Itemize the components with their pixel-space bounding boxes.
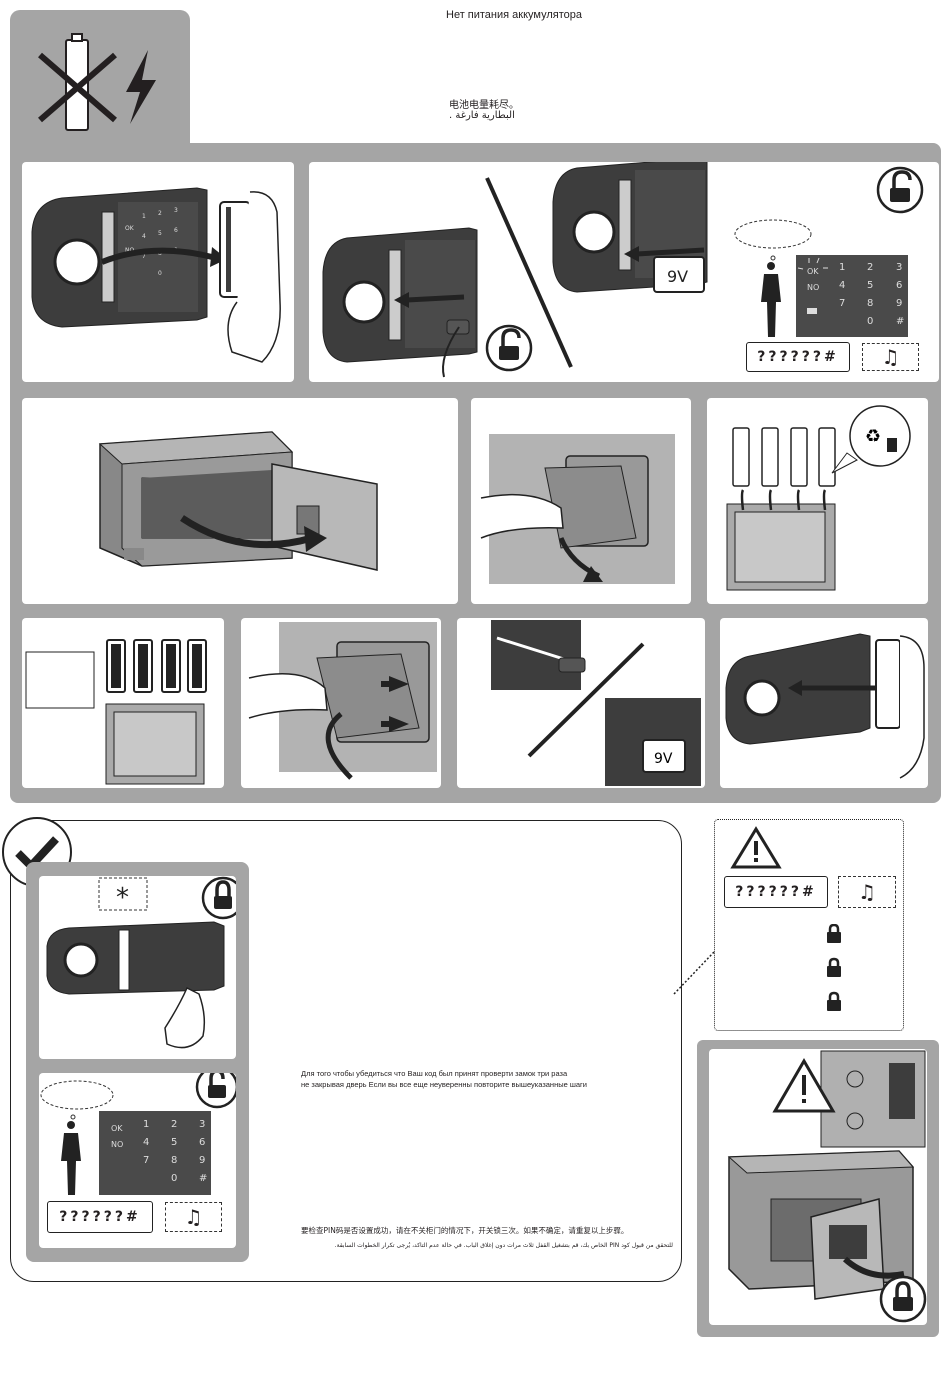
svg-text:7: 7 [839, 298, 845, 309]
svg-text:8: 8 [171, 1155, 177, 1166]
warning-icon [730, 826, 782, 869]
svg-text:6: 6 [174, 227, 178, 234]
warning-box [714, 819, 904, 1031]
title-ru: Нет питания аккумулятора [446, 9, 582, 21]
safe-open-door-illustration [98, 431, 378, 571]
svg-text:4: 4 [143, 1137, 149, 1148]
lock-icons-triple [827, 924, 841, 1011]
svg-text:2: 2 [171, 1119, 177, 1130]
svg-text:7: 7 [143, 1155, 149, 1166]
title-ar: البطارية فارغة . [449, 110, 515, 121]
svg-text:NO: NO [111, 1140, 123, 1149]
battery-label-2: 9V [654, 751, 673, 767]
unlock-test-illustration: 1 2 3 4 5 6 7 8 9 0 # OK NO [40, 1073, 236, 1195]
svg-text:#: # [199, 1173, 207, 1184]
svg-text:9: 9 [896, 298, 902, 309]
new-batteries-illustration [25, 639, 207, 785]
svg-text:3: 3 [199, 1119, 205, 1130]
svg-text:1: 1 [839, 262, 845, 273]
lock-test-illustration: * [46, 876, 236, 1049]
svg-text:9: 9 [199, 1155, 205, 1166]
unlock-beep-icon: ♫ [165, 1202, 222, 1232]
svg-text:5: 5 [867, 280, 873, 291]
svg-text:OK: OK [111, 1124, 123, 1133]
cover-reattach-illustration [725, 633, 925, 779]
step-remove-battery: 9V 1 2 3 4 5 6 7 8 9 0 # OK NO ??????# ♫ [309, 162, 939, 382]
svg-text:2: 2 [158, 210, 162, 217]
plate-replace-illustration [248, 622, 437, 780]
svg-text:0: 0 [171, 1173, 177, 1184]
svg-text:OK: OK [125, 225, 135, 232]
unlock-code-display: ??????# [47, 1201, 153, 1233]
svg-text:7: 7 [142, 253, 146, 260]
svg-text:1: 1 [143, 1119, 149, 1130]
title-zh: 电池电量耗尽。 [449, 100, 519, 111]
svg-text:3: 3 [174, 207, 178, 214]
svg-text:2: 2 [867, 262, 873, 273]
battery-replace-illustration: 9V 1 2 3 4 5 6 7 8 9 0 # OK NO [322, 162, 924, 378]
step-insert-batteries [22, 618, 224, 788]
step-recycle-batteries: ♻ [707, 398, 928, 604]
svg-text:8: 8 [867, 298, 873, 309]
step-remove-plate [471, 398, 691, 604]
dotted-connector [673, 951, 715, 995]
battery-label: 9V [667, 267, 688, 286]
svg-text:6: 6 [199, 1137, 205, 1148]
code-entry-display: ??????# [746, 342, 850, 372]
svg-text:4: 4 [142, 233, 146, 240]
step-unlock-test: 1 2 3 4 5 6 7 8 9 0 # OK NO ??????# ♫ [39, 1073, 236, 1248]
step-reattach-cover [720, 618, 928, 788]
star-key-label: * [116, 883, 129, 913]
step-lock-test: * [39, 876, 236, 1059]
plate-removal-illustration [480, 434, 675, 584]
step-close-door [709, 1049, 927, 1325]
warning-beep-icon: ♫ [838, 876, 896, 908]
svg-text:6: 6 [896, 280, 902, 291]
notice-ru-line1: Для того чтобы убедиться что Ваш код был… [301, 1069, 568, 1078]
step-replace-plate [241, 618, 441, 788]
beep-note-icon: ♫ [862, 343, 919, 371]
svg-text:5: 5 [158, 230, 162, 237]
notice-zh: 要检查PIN码是否设置成功，请在不关柜门的情况下，开关锁三次。如果不确定，请重复… [301, 1226, 629, 1235]
svg-text:NO: NO [125, 247, 134, 254]
step-open-door [22, 398, 458, 604]
notice-ar: للتحقق من قبول كود PIN الخاص بك، قم بتشغ… [334, 1242, 673, 1249]
svg-text:0: 0 [867, 316, 873, 327]
svg-text:1: 1 [142, 213, 146, 220]
battery-close-illustration: 9V [491, 620, 701, 786]
svg-text:#: # [896, 316, 904, 327]
svg-text:4: 4 [839, 280, 845, 291]
step-close-battery: 9V [457, 618, 705, 788]
svg-text:NO: NO [807, 283, 819, 292]
notice-ru-line2: не закрывая дверь Если вы все еще неувер… [301, 1080, 587, 1089]
svg-text:0: 0 [158, 270, 162, 277]
no-battery-icon [38, 33, 156, 131]
warning-code-display: ??????# [724, 876, 828, 908]
battery-tray-illustration: ♻ [726, 405, 911, 591]
header-frame [10, 10, 190, 160]
close-door-illustration [727, 1050, 927, 1323]
svg-text:OK: OK [807, 267, 819, 276]
svg-text:5: 5 [171, 1137, 177, 1148]
svg-text:3: 3 [896, 262, 902, 273]
svg-text:♻: ♻ [865, 426, 881, 447]
